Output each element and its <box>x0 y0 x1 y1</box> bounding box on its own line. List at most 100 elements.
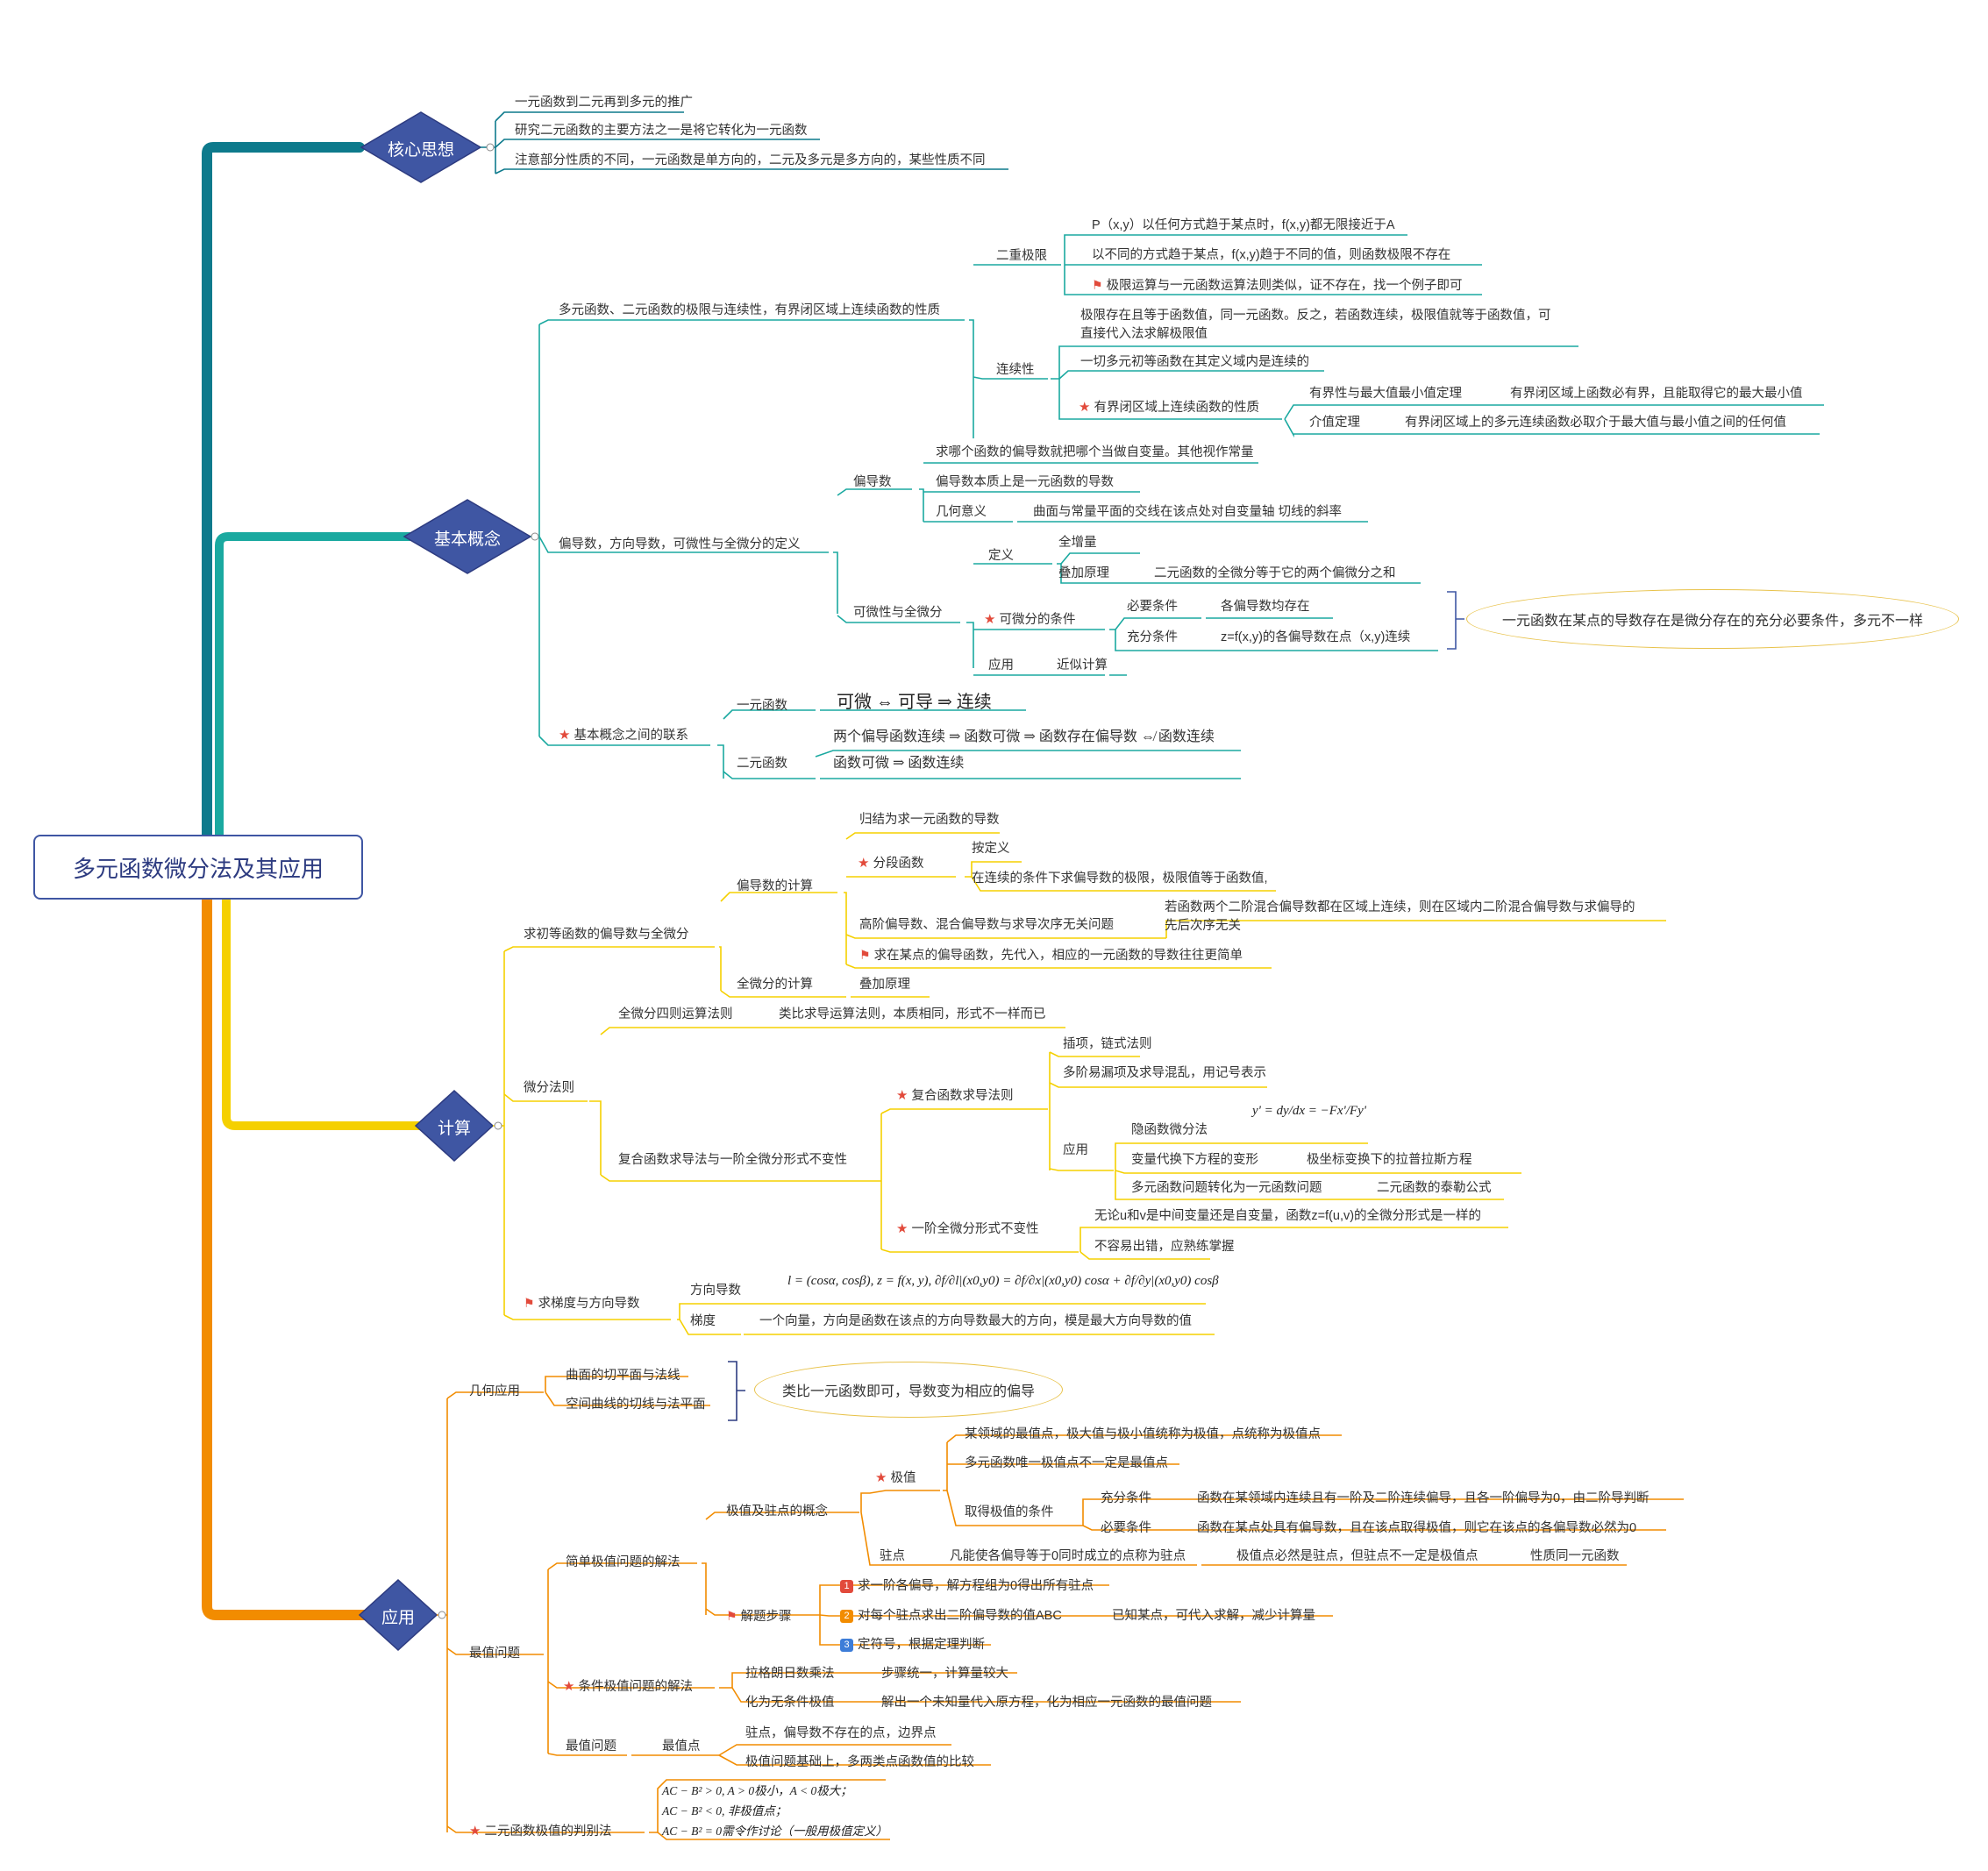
diff-superposition-desc[interactable]: 二元函数的全微分等于它的两个偏微分之和 <box>1154 566 1396 580</box>
pd-geometric-node[interactable]: 几何意义 <box>936 505 987 519</box>
continuity-node[interactable]: 连续性 <box>996 363 1035 377</box>
root-node[interactable]: 多元函数微分法及其应用 <box>33 835 363 900</box>
maxmin-point-node[interactable]: 最值点 <box>662 1739 701 1754</box>
chain-rule-node[interactable]: ★复合函数求导法则 <box>896 1088 1014 1103</box>
core-item-3[interactable]: 注意部分性质的不同，一元函数是单方向的，二元及多元是多方向的，某些性质不同 <box>515 153 986 167</box>
higher-order-desc-1[interactable]: 若函数两个二阶混合偏导数都在区域上连续，则在区域内二阶混合偏导数与求偏导的 <box>1165 900 1635 914</box>
invariance-item-1[interactable]: 无论u和v是中间变量还是自变量，函数z=f(u,v)的全微分形式是一样的 <box>1094 1209 1482 1223</box>
point-derivative-tip[interactable]: ⚑求在某点的偏导函数，先代入，相应的一元函数的导数往往更简单 <box>859 948 1243 963</box>
extremum-item-2[interactable]: 多元函数唯一极值点不一定是最值点 <box>965 1456 1168 1470</box>
core-item-2[interactable]: 研究二元函数的主要方法之一是将它转化为一元函数 <box>515 124 808 138</box>
total-diff-superposition[interactable]: 叠加原理 <box>859 978 910 992</box>
total-diff-calc-node[interactable]: 全微分的计算 <box>737 978 813 992</box>
theorem-boundedness-desc[interactable]: 有界闭区域上函数必有界，且能取得它的最大最小值 <box>1510 387 1803 401</box>
diff-rules-node[interactable]: 微分法则 <box>524 1081 574 1095</box>
multi-to-one-desc[interactable]: 二元函数的泰勒公式 <box>1377 1181 1492 1195</box>
variable-substitution-node[interactable]: 变量代换下方程的变形 <box>1131 1153 1258 1167</box>
extremum-sufficient-desc[interactable]: 函数在某领域内连续且有一阶及二阶连续偏导，且各一阶偏导为0，由二阶导判断 <box>1197 1491 1650 1505</box>
stationary-point-note[interactable]: 极值点必然是驻点，但驻点不一定是极值点 <box>1236 1549 1479 1563</box>
simple-extremum-node[interactable]: 简单极值问题的解法 <box>566 1555 680 1569</box>
higher-order-desc-2[interactable]: 先后次序无关 <box>1165 919 1241 933</box>
diff-definition-node[interactable]: 定义 <box>988 549 1014 563</box>
gradient-desc[interactable]: 一个向量，方向是函数在该点的方向导数最大的方向，模是最大方向导数的值 <box>759 1314 1192 1328</box>
pd-calc-node[interactable]: 偏导数的计算 <box>737 879 813 893</box>
tangent-line-node[interactable]: 空间曲线的切线与法平面 <box>566 1398 706 1412</box>
relation-node[interactable]: ★基本概念之间的联系 <box>559 728 688 743</box>
discriminant-node[interactable]: ★二元函数极值的判别法 <box>469 1824 612 1839</box>
unconstrained-desc[interactable]: 解出一个未知量代入原方程，化为相应一元函数的最值问题 <box>881 1696 1212 1710</box>
chain-application-node[interactable]: 应用 <box>1063 1143 1088 1157</box>
chain-rule-item-1[interactable]: 插项，链式法则 <box>1063 1037 1152 1051</box>
diff-conditions-node[interactable]: ★可微分的条件 <box>984 612 1076 627</box>
apply-node-label[interactable]: 应用 <box>381 1609 415 1627</box>
double-limit-item-1[interactable]: P（x,y）以任何方式趋于某点时，f(x,y)都无限接近于A <box>1092 218 1395 232</box>
four-ops-desc[interactable]: 类比求导运算法则，本质相同，形式不一样而已 <box>779 1007 1046 1021</box>
extremum-sufficient[interactable]: 充分条件 <box>1101 1491 1151 1505</box>
maxmin-item-1[interactable]: 驻点，偏导数不存在的点，边界点 <box>745 1726 937 1740</box>
double-limit-item-2[interactable]: 以不同的方式趋于某点，f(x,y)趋于不同的值，则函数极限不存在 <box>1092 248 1451 262</box>
stationary-point-property[interactable]: 性质同一元函数 <box>1530 1549 1620 1563</box>
piecewise-limit[interactable]: 在连续的条件下求偏导数的极限，极限值等于函数值, <box>972 871 1268 886</box>
four-ops-node[interactable]: 全微分四则运算法则 <box>618 1007 733 1021</box>
basic-node-label[interactable]: 基本概念 <box>433 530 501 549</box>
partial-definitions-node[interactable]: 偏导数，方向导数，可微性与全微分的定义 <box>559 537 801 551</box>
variable-substitution-desc[interactable]: 极坐标变换下的拉普拉斯方程 <box>1307 1153 1472 1167</box>
sufficient-condition[interactable]: 充分条件 <box>1127 630 1178 644</box>
multi-to-one-node[interactable]: 多元函数问题转化为一元函数问题 <box>1131 1181 1322 1195</box>
double-limit-item-3[interactable]: ⚑极限运算与一元函数运算法则类似，证不存在，找一个例子即可 <box>1092 278 1463 293</box>
maxmin-item-2[interactable]: 极值问题基础上，多两类点函数值的比较 <box>745 1755 974 1769</box>
calc-node-label[interactable]: 计算 <box>437 1120 471 1138</box>
extremum-node[interactable]: ★极值 <box>875 1470 916 1485</box>
necessary-condition[interactable]: 必要条件 <box>1127 600 1178 614</box>
pd-geometric-desc[interactable]: 曲面与常量平面的交线在该点处对自变量轴 切线的斜率 <box>1033 505 1343 519</box>
piecewise-by-definition[interactable]: 按定义 <box>972 842 1010 856</box>
stationary-point-node[interactable]: 驻点 <box>880 1549 905 1563</box>
extremum-concept-node[interactable]: 极值及驻点的概念 <box>726 1505 828 1519</box>
extremum-necessary[interactable]: 必要条件 <box>1101 1521 1151 1535</box>
piecewise-node[interactable]: ★分段函数 <box>858 856 924 871</box>
extremum-item-1[interactable]: 某领域的最值点，极大值与极小值统称为极值，点统称为极值点 <box>965 1427 1321 1441</box>
solution-steps-node[interactable]: ⚑解题步骤 <box>726 1609 792 1624</box>
theorem-boundedness[interactable]: 有界性与最大值最小值定理 <box>1309 387 1462 401</box>
diff-application-node[interactable]: 应用 <box>988 658 1014 672</box>
chain-rule-item-2[interactable]: 多阶易漏项及求导混乱，用记号表示 <box>1063 1066 1266 1080</box>
gradient-sub-node[interactable]: 梯度 <box>690 1314 716 1328</box>
core-item-1[interactable]: 一元函数到二元再到多元的推广 <box>515 96 693 110</box>
unconstrained-node[interactable]: 化为无条件极值 <box>745 1696 835 1710</box>
continuity-item-1-line-2[interactable]: 直接代入法求解极限值 <box>1080 327 1208 341</box>
extremum-conditions-node[interactable]: 取得极值的条件 <box>965 1505 1054 1519</box>
invariance-node[interactable]: ★一阶全微分形式不变性 <box>896 1221 1039 1236</box>
relation-two-var-node[interactable]: 二元函数 <box>737 757 787 771</box>
extremum-necessary-desc[interactable]: 函数在某点处具有偏导数，且在该点取得极值，则它在该点的各偏导数必然为0 <box>1197 1521 1637 1535</box>
pd-item-1[interactable]: 求哪个函数的偏导数就把哪个当做自变量。其他视作常量 <box>936 445 1254 459</box>
implicit-diff-node[interactable]: 隐函数微分法 <box>1131 1123 1208 1137</box>
step-2-note[interactable]: 已知某点，可代入求解，减少计算量 <box>1112 1609 1315 1623</box>
directional-derivative-node[interactable]: 方向导数 <box>690 1284 741 1298</box>
continuity-item-1-line-1[interactable]: 极限存在且等于函数值，同一元函数。反之，若函数连续，极限值就等于函数值，可 <box>1080 309 1551 323</box>
lagrange-desc[interactable]: 步骤统一，计算量较大 <box>881 1667 1008 1681</box>
diff-superposition[interactable]: 叠加原理 <box>1058 566 1109 580</box>
geometric-application-node[interactable]: 几何应用 <box>469 1384 520 1398</box>
stationary-point-def[interactable]: 凡能使各偏导等于0同时成立的点称为驻点 <box>950 1549 1186 1563</box>
lagrange-node[interactable]: 拉格朗日数乘法 <box>745 1667 835 1681</box>
constrained-extremum-node[interactable]: ★条件极值问题的解法 <box>563 1679 693 1694</box>
double-limit-node[interactable]: 二重极限 <box>996 249 1047 263</box>
invariance-item-2[interactable]: 不容易出错，应熟练掌握 <box>1094 1240 1235 1254</box>
necessary-condition-desc[interactable]: 各偏导数均存在 <box>1221 600 1310 614</box>
core-node-label[interactable]: 核心思想 <box>387 141 454 160</box>
theorem-intermediate[interactable]: 介值定理 <box>1309 416 1360 430</box>
continuity-item-2[interactable]: 一切多元初等函数在其定义域内是连续的 <box>1080 355 1309 369</box>
gradient-node[interactable]: ⚑求梯度与方向导数 <box>524 1296 640 1311</box>
diff-application-desc[interactable]: 近似计算 <box>1057 658 1108 672</box>
bounded-closed-node[interactable]: ★有界闭区域上连续函数的性质 <box>1079 400 1259 415</box>
diff-total-increment[interactable]: 全增量 <box>1058 536 1097 550</box>
elem-derivative-node[interactable]: 求初等函数的偏导数与全微分 <box>524 928 689 942</box>
higher-order-node[interactable]: 高阶偏导数、混合偏导数与求导次序无关问题 <box>859 918 1114 932</box>
composite-node[interactable]: 复合函数求导法与一阶全微分形式不变性 <box>618 1153 847 1167</box>
theorem-intermediate-desc[interactable]: 有界闭区域上的多元连续函数必取介于最大值与最小值之间的任何值 <box>1405 416 1786 430</box>
reduce-one-var[interactable]: 归结为求一元函数的导数 <box>859 813 1000 827</box>
pd-item-2[interactable]: 偏导数本质上是一元函数的导数 <box>936 475 1114 489</box>
